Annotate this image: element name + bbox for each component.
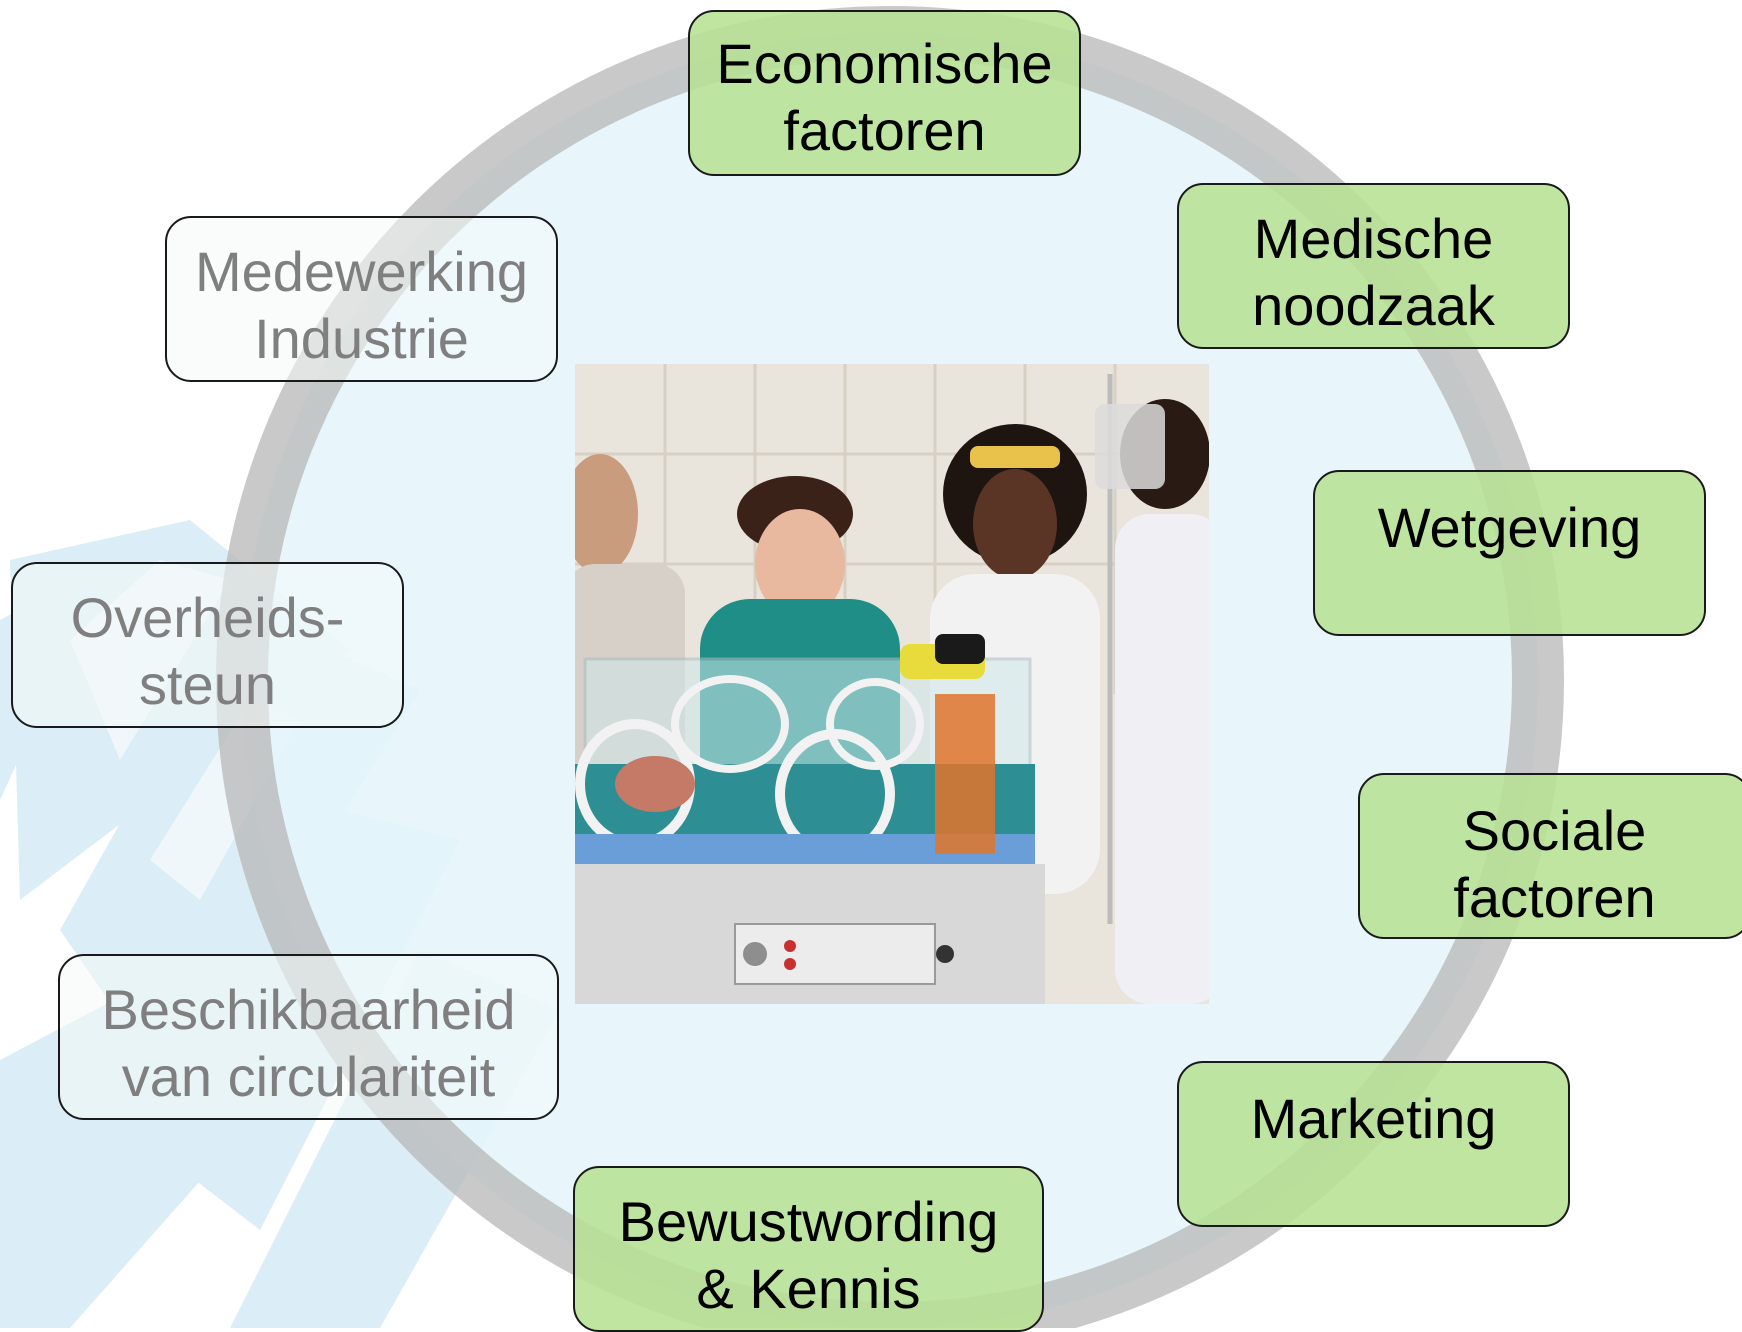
factor-label-line1: Overheids- xyxy=(70,586,345,649)
factor-box-legislation: Wetgeving xyxy=(1313,470,1706,636)
factor-label-line2: & Kennis xyxy=(696,1257,921,1320)
factor-label-line2: steun xyxy=(139,653,276,716)
factor-label-line2: factoren xyxy=(1453,866,1656,929)
factor-label-line1: Economische xyxy=(716,32,1053,95)
factor-box-medical: Medische noodzaak xyxy=(1177,183,1570,349)
factor-label-line1: Marketing xyxy=(1250,1087,1497,1150)
factor-box-marketing: Marketing xyxy=(1177,1061,1570,1227)
factor-box-availability: Beschikbaarheid van circulariteit xyxy=(58,954,559,1120)
factor-label-line1: Medewerking xyxy=(194,240,529,303)
factor-label-line2: Industrie xyxy=(254,307,469,370)
factor-box-social: Sociale factoren xyxy=(1358,773,1742,939)
incubator-photo xyxy=(575,364,1209,1004)
factor-box-industry: Medewerking Industrie xyxy=(165,216,558,382)
factor-label-line1: Wetgeving xyxy=(1377,496,1642,559)
factor-box-government: Overheids- steun xyxy=(11,562,404,728)
factor-box-economic: Economische factoren xyxy=(688,10,1081,176)
factor-label-line2: factoren xyxy=(783,99,986,162)
factor-label-line2: van circulariteit xyxy=(121,1045,496,1108)
factor-box-awareness: Bewustwording & Kennis xyxy=(573,1166,1044,1332)
factor-label-line1: Sociale xyxy=(1462,799,1647,862)
factor-label-line2: noodzaak xyxy=(1252,274,1495,337)
factor-label-line1: Medische xyxy=(1253,207,1494,270)
factor-label-line1: Bewustwording xyxy=(618,1190,999,1253)
factor-label-line1: Beschikbaarheid xyxy=(101,978,516,1041)
